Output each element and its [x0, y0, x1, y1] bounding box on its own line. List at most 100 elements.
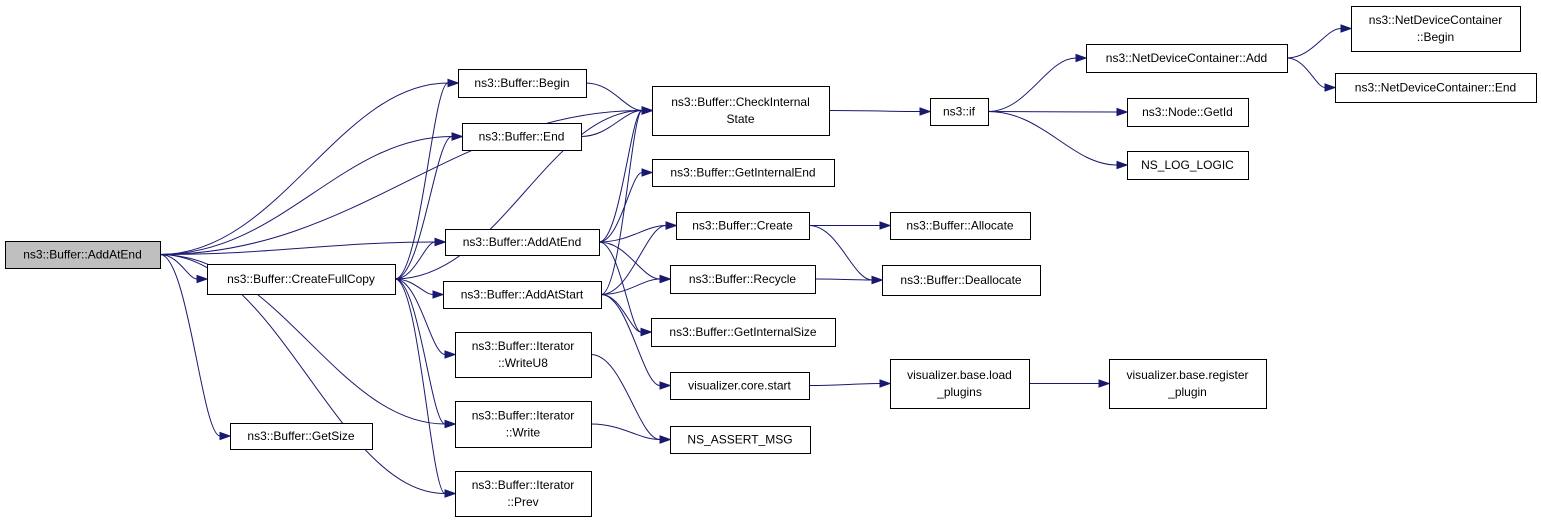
arrowhead [665, 221, 678, 230]
arrowhead [1324, 83, 1337, 92]
node-label: ns3::Buffer::GetSize [247, 429, 354, 443]
node-addatend[interactable]: ns3::Buffer::AddAtEnd [445, 229, 600, 256]
edge-line [394, 110, 643, 280]
node-addatstart[interactable]: ns3::Buffer::AddAtStart [443, 281, 602, 309]
node-getinternalsize[interactable]: ns3::Buffer::GetInternalSize [651, 318, 836, 347]
node-label: ns3::Buffer::End [479, 130, 565, 144]
node-vcorestart[interactable]: visualizer.core.start [670, 372, 810, 400]
node-write[interactable]: ns3::Buffer::Iterator::Write [455, 401, 592, 448]
node-box [1127, 98, 1249, 127]
arrowhead [659, 274, 672, 284]
node-label: ns3::Buffer::Allocate [906, 219, 1014, 233]
node-box [670, 372, 810, 400]
edge-line [394, 136, 453, 280]
node-registerplugin[interactable]: visualizer.base.register_plugin [1109, 359, 1267, 409]
edge-addatstart-to-vcorestart [600, 294, 672, 390]
node-loadplugins[interactable]: visualizer.base.load_plugins [890, 359, 1030, 409]
arrowhead [1340, 24, 1353, 33]
edge-line [808, 225, 873, 281]
node-label: ::Begin [1417, 30, 1454, 44]
edge-addatstart-to-getinternalsize [600, 294, 653, 337]
node-nodegetid[interactable]: ns3::Node::GetId [1127, 98, 1249, 127]
node-box [676, 212, 810, 240]
edge-addatend_root-to-getsize [159, 254, 232, 441]
arrowhead [196, 274, 209, 284]
edge-nsif-to-ndcadd [987, 53, 1088, 112]
node-label: ns3::Buffer::Iterator [472, 478, 575, 492]
node-box [930, 98, 989, 126]
arrowhead [444, 419, 457, 429]
edge-ndcadd-to-ndcbegin [1286, 24, 1353, 59]
node-label: ns3::Buffer::Iterator [472, 409, 575, 423]
edge-createfullcopy-to-writeu8 [394, 278, 457, 359]
node-label: NS_LOG_LOGIC [1141, 158, 1234, 172]
arrowhead [1075, 53, 1088, 63]
node-label: _plugins [936, 385, 982, 399]
node-allocate[interactable]: ns3::Buffer::Allocate [890, 212, 1031, 240]
node-writeu8[interactable]: ns3::Buffer::Iterator::WriteU8 [455, 332, 592, 378]
node-box [230, 423, 373, 450]
edge-line [394, 278, 446, 355]
node-label: ns3::Buffer::Deallocate [900, 273, 1022, 287]
edge-line [1286, 57, 1326, 88]
edge-addatend-to-recycle [598, 241, 672, 284]
node-addatend_root[interactable]: ns3::Buffer::AddAtEnd [5, 241, 161, 269]
node-label: ns3::Buffer::Create [692, 219, 793, 233]
edge-loadplugins-to-registerplugin [1028, 379, 1111, 388]
edges-layer [159, 24, 1353, 498]
arrowhead [444, 489, 457, 498]
node-box [1109, 359, 1267, 409]
node-label: ns3::if [943, 105, 976, 119]
arrowhead [871, 275, 884, 285]
node-createfullcopy[interactable]: ns3::Buffer::CreateFullCopy [207, 264, 396, 295]
node-box [651, 318, 836, 347]
edge-line [808, 383, 881, 386]
node-getinternalend[interactable]: ns3::Buffer::GetInternalEnd [652, 159, 835, 187]
arrowhead [219, 431, 232, 441]
node-deallocate[interactable]: ns3::Buffer::Deallocate [882, 265, 1041, 296]
node-label: ns3::Buffer::Iterator [472, 339, 575, 353]
edge-addatend_root-to-createfullcopy [159, 254, 209, 284]
node-ndcend[interactable]: ns3::NetDeviceContainer::End [1335, 73, 1537, 103]
node-label: ns3::Buffer::GetInternalEnd [670, 166, 815, 180]
node-label: _plugin [1167, 385, 1207, 399]
node-ndcadd[interactable]: ns3::NetDeviceContainer::Add [1086, 44, 1288, 73]
node-create[interactable]: ns3::Buffer::Create [676, 212, 810, 240]
node-label: ns3::Buffer::AddAtEnd [23, 248, 142, 262]
node-nsassertmsg[interactable]: NS_ASSERT_MSG [670, 426, 811, 454]
node-begin[interactable]: ns3::Buffer::Begin [458, 69, 587, 98]
node-label: ns3::Node::GetId [1142, 105, 1233, 119]
node-box [445, 229, 600, 256]
node-recycle[interactable]: ns3::Buffer::Recycle [670, 265, 816, 294]
node-label: ns3::Buffer::Begin [474, 76, 569, 90]
arrowhead [641, 106, 654, 115]
edge-line [1286, 28, 1342, 59]
node-box [458, 69, 587, 98]
arrowhead [879, 221, 892, 230]
node-nsloglogic[interactable]: NS_LOG_LOGIC [1127, 151, 1249, 180]
node-box [890, 359, 1030, 409]
edge-addatend-to-create [598, 221, 678, 243]
edge-line [159, 241, 436, 255]
edge-line [159, 136, 453, 255]
node-end[interactable]: ns3::Buffer::End [462, 123, 582, 151]
node-label: ns3::Buffer::Recycle [689, 272, 796, 286]
node-box [1335, 73, 1537, 103]
edge-line [987, 111, 1118, 113]
node-label: ns3::NetDeviceContainer::End [1355, 81, 1516, 95]
edge-line [828, 110, 921, 112]
node-nsif[interactable]: ns3::if [930, 98, 989, 126]
edge-line [159, 254, 446, 494]
node-getsize[interactable]: ns3::Buffer::GetSize [230, 423, 373, 450]
edge-line [580, 110, 643, 137]
arrowhead [444, 350, 457, 359]
arrowhead [447, 78, 460, 88]
node-prev[interactable]: ns3::Buffer::Iterator::Prev [455, 471, 592, 517]
edge-addatstart-to-recycle [600, 274, 672, 295]
node-label: State [726, 112, 754, 126]
node-ndcbegin[interactable]: ns3::NetDeviceContainer::Begin [1351, 6, 1521, 52]
node-box [1086, 44, 1288, 73]
edge-line [598, 241, 661, 280]
arrowhead [1116, 107, 1129, 117]
